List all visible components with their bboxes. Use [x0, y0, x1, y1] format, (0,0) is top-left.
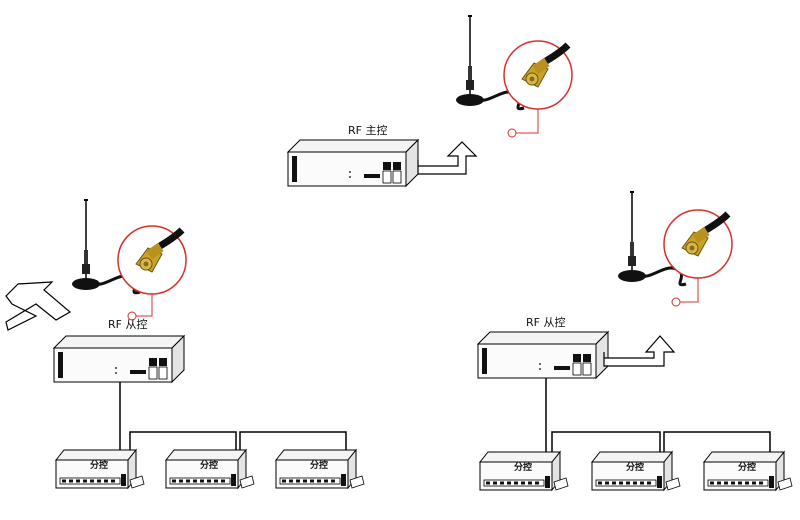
slave-right-wireless-arrow-icon [603, 335, 676, 367]
slave-right-sub-label-1: 分控 [514, 461, 532, 473]
slave-left-sma-connector-icon [118, 226, 186, 294]
slave-left-group: RF 从控 分控 分控 分控 [5, 198, 365, 489]
slave-left-sub-label-2: 分控 [200, 459, 218, 471]
master-sma-connector-icon [504, 41, 572, 109]
slave-left-sub-label-3: 分控 [310, 459, 328, 471]
slave-right-sub-label-2: 分控 [626, 461, 644, 473]
master-group: RF 主控 [287, 14, 572, 187]
slave-left-sub-label-1: 分控 [90, 459, 108, 471]
slave-right-sma-connector-icon [664, 210, 732, 278]
master-label: RF 主控 [348, 123, 387, 137]
slave-left-wireless-arrow-icon [5, 281, 72, 331]
slave-right-sub-label-3: 分控 [738, 461, 756, 473]
slave-left-label: RF 从控 [108, 317, 147, 331]
master-wireless-arrow-icon [417, 141, 478, 175]
slave-right-rf-controller-box-icon [477, 331, 609, 379]
slave-right-label: RF 从控 [526, 315, 565, 329]
slave-left-rf-controller-box-icon [53, 335, 185, 383]
master-rf-controller-box-icon [287, 139, 419, 187]
slave-right-group: RF 从控 分控 分控 分控 [477, 190, 793, 491]
